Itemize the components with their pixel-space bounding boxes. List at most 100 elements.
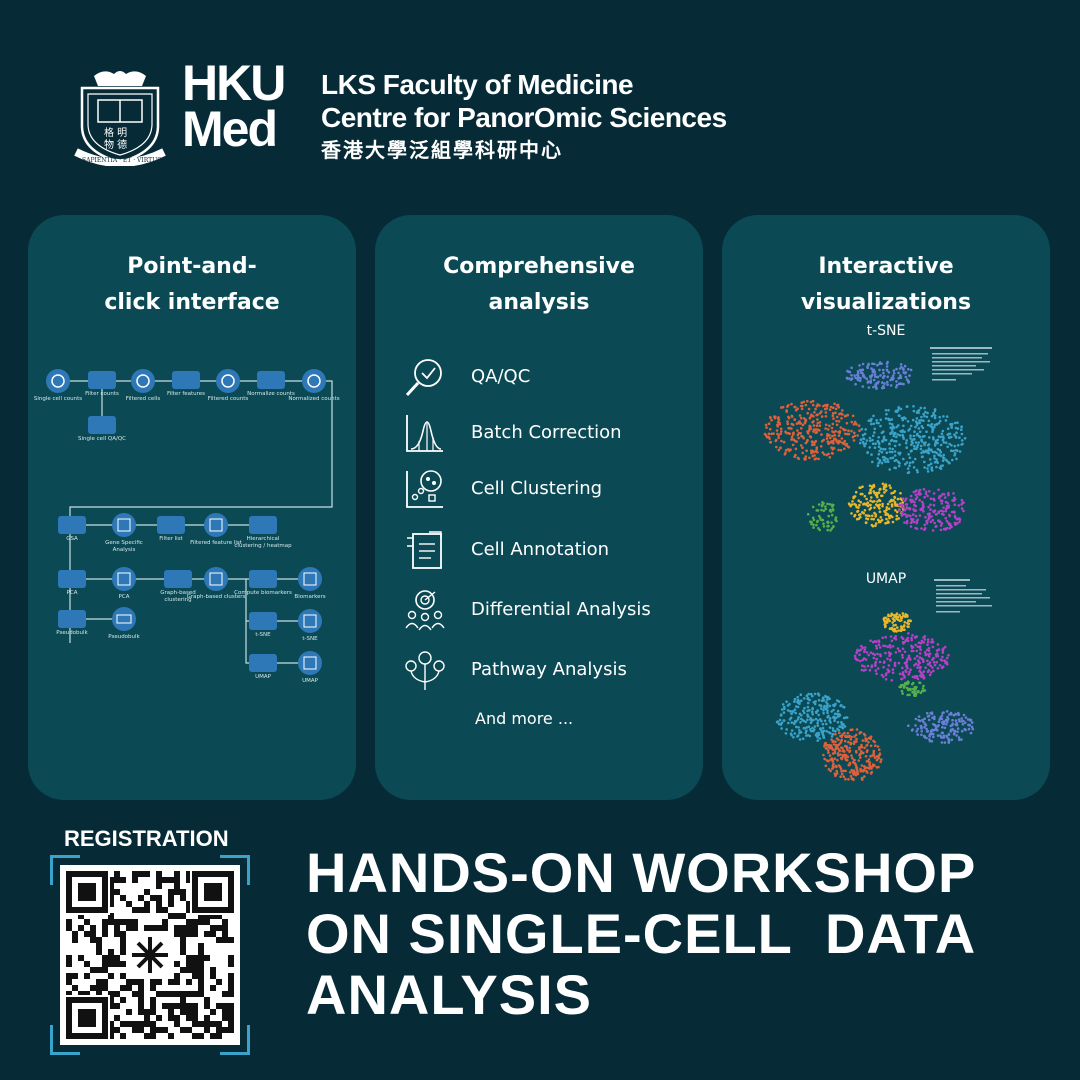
registration-qr-code[interactable] [50,855,250,1055]
node-tsne-task[interactable] [249,612,277,630]
node-filtered-feature-list[interactable] [204,513,228,537]
scatter-point [851,435,855,439]
scatter-point [897,661,901,665]
scatter-point [924,515,927,519]
scatter-point [960,428,963,431]
node-single-cell-counts[interactable] [46,369,70,393]
scatter-point [867,419,871,422]
scatter-point [943,720,946,723]
node-pca-task[interactable] [58,570,86,588]
scatter-point [917,427,921,430]
scatter-point [895,514,899,518]
scatter-point [896,503,899,506]
node-filter-counts[interactable] [88,371,116,389]
scatter-point [876,745,880,748]
scatter-point [958,450,962,453]
scatter-point [871,640,875,644]
scatter-point [864,502,867,506]
node-single-cell-qaqc[interactable] [88,416,116,434]
scatter-point [811,712,814,716]
scatter-point [839,734,842,738]
scatter-point [820,440,824,443]
scatter-point [923,638,927,641]
node-graph-clustering[interactable] [164,570,192,588]
scatter-point [818,737,822,740]
node-filtered-cells[interactable] [131,369,155,393]
scatter-point [873,506,876,509]
node-compute-biomarkers[interactable] [249,570,277,588]
scatter-point [933,717,936,721]
scatter-point [910,636,913,640]
scatter-point [858,747,861,751]
scatter-point [942,734,946,737]
scatter-point [942,722,946,725]
scatter-point [884,483,888,486]
scatter-point [864,755,868,758]
scatter-point [946,445,949,449]
scatter-point [926,411,929,415]
scatter-point [920,639,924,643]
scatter-point [901,612,905,615]
node-pca-data[interactable] [112,567,136,591]
scatter-point [830,710,833,713]
scatter-point [868,508,871,511]
node-hierarchical[interactable] [249,516,277,534]
scatter-point [834,764,838,768]
scatter-point [846,731,850,735]
scatter-point [900,677,904,681]
scatter-point [910,449,913,452]
node-filtered-counts[interactable] [216,369,240,393]
scatter-point [911,418,915,422]
scatter-point [863,648,867,652]
scatter-point [887,670,890,674]
node-tsne-data[interactable] [298,609,322,633]
scatter-point [869,639,872,642]
scatter-point [839,753,842,756]
scatter-point [821,503,824,507]
scatter-point [875,657,878,661]
scatter-point [926,640,930,644]
scatter-point [922,670,926,673]
scatter-point [805,449,808,452]
svg-text:物 德: 物 德 [104,138,127,151]
scatter-point [923,735,927,739]
scatter-point [826,502,829,506]
scatter-point [947,491,950,495]
label-umap-data: UMAP [302,678,318,684]
scatter-point [931,430,934,433]
scatter-point [824,411,828,414]
node-umap-task[interactable] [249,654,277,672]
scatter-point [820,433,823,436]
scatter-point [927,464,931,467]
scatter-point [865,769,868,773]
scatter-point [862,442,866,446]
scatter-point [801,404,804,408]
node-gene-specific[interactable] [112,513,136,537]
scatter-point [813,702,817,706]
scatter-point [956,449,959,452]
node-biomarkers[interactable] [298,567,322,591]
node-normalized-counts[interactable] [302,369,326,393]
scatter-point [870,422,873,426]
node-normalize-counts[interactable] [257,371,285,389]
scatter-point [865,744,868,747]
node-pseudobulk-data[interactable] [112,607,136,631]
node-filter-list[interactable] [157,516,185,534]
scatter-point [903,499,907,503]
scatter-point [860,745,864,749]
node-gsa[interactable] [58,516,86,534]
scatter-point [875,758,879,762]
scatter-point [893,502,897,505]
scatter-point [900,514,904,517]
scatter-point [849,742,852,746]
node-graph-clusters[interactable] [204,567,228,591]
scatter-point [886,380,889,384]
scatter-point [917,490,921,494]
scatter-point [932,735,935,739]
node-umap-data[interactable] [298,651,322,675]
node-pseudobulk-task[interactable] [58,610,86,628]
label-tsne-task: t-SNE [255,632,271,638]
scatter-point [878,488,881,491]
node-filter-features[interactable] [172,371,200,389]
scatter-point [954,435,957,438]
